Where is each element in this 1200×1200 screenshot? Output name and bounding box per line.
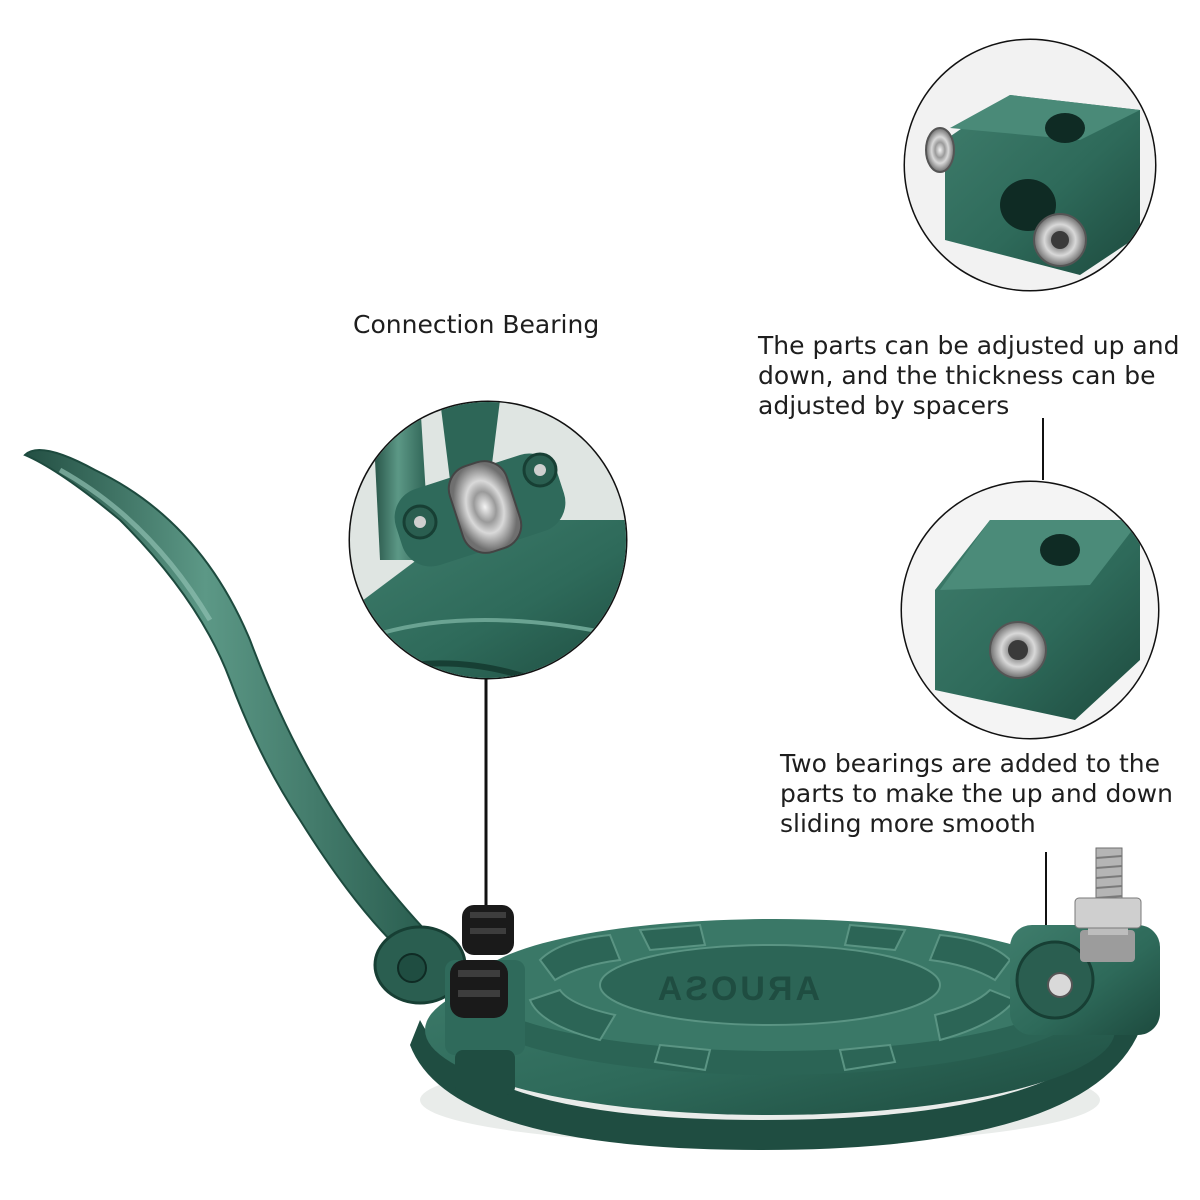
callout-circle-top bbox=[903, 38, 1157, 292]
caption-adjustable-parts: The parts can be adjusted up and down, a… bbox=[758, 331, 1180, 420]
adjustment-knob-icon bbox=[462, 905, 514, 955]
callout-circle-bearing bbox=[900, 480, 1160, 740]
bearing-icon bbox=[447, 460, 523, 554]
tortilla-press: ARUOSA bbox=[23, 449, 1160, 1150]
callout-circle-connection bbox=[348, 400, 628, 680]
caption-connection-bearing: Connection Bearing bbox=[353, 310, 600, 339]
caption-two-bearings: Two bearings are added to the parts to m… bbox=[780, 749, 1173, 838]
brand-mark: ARUOSA bbox=[655, 970, 820, 1008]
adjustment-knob-icon bbox=[450, 960, 508, 1018]
